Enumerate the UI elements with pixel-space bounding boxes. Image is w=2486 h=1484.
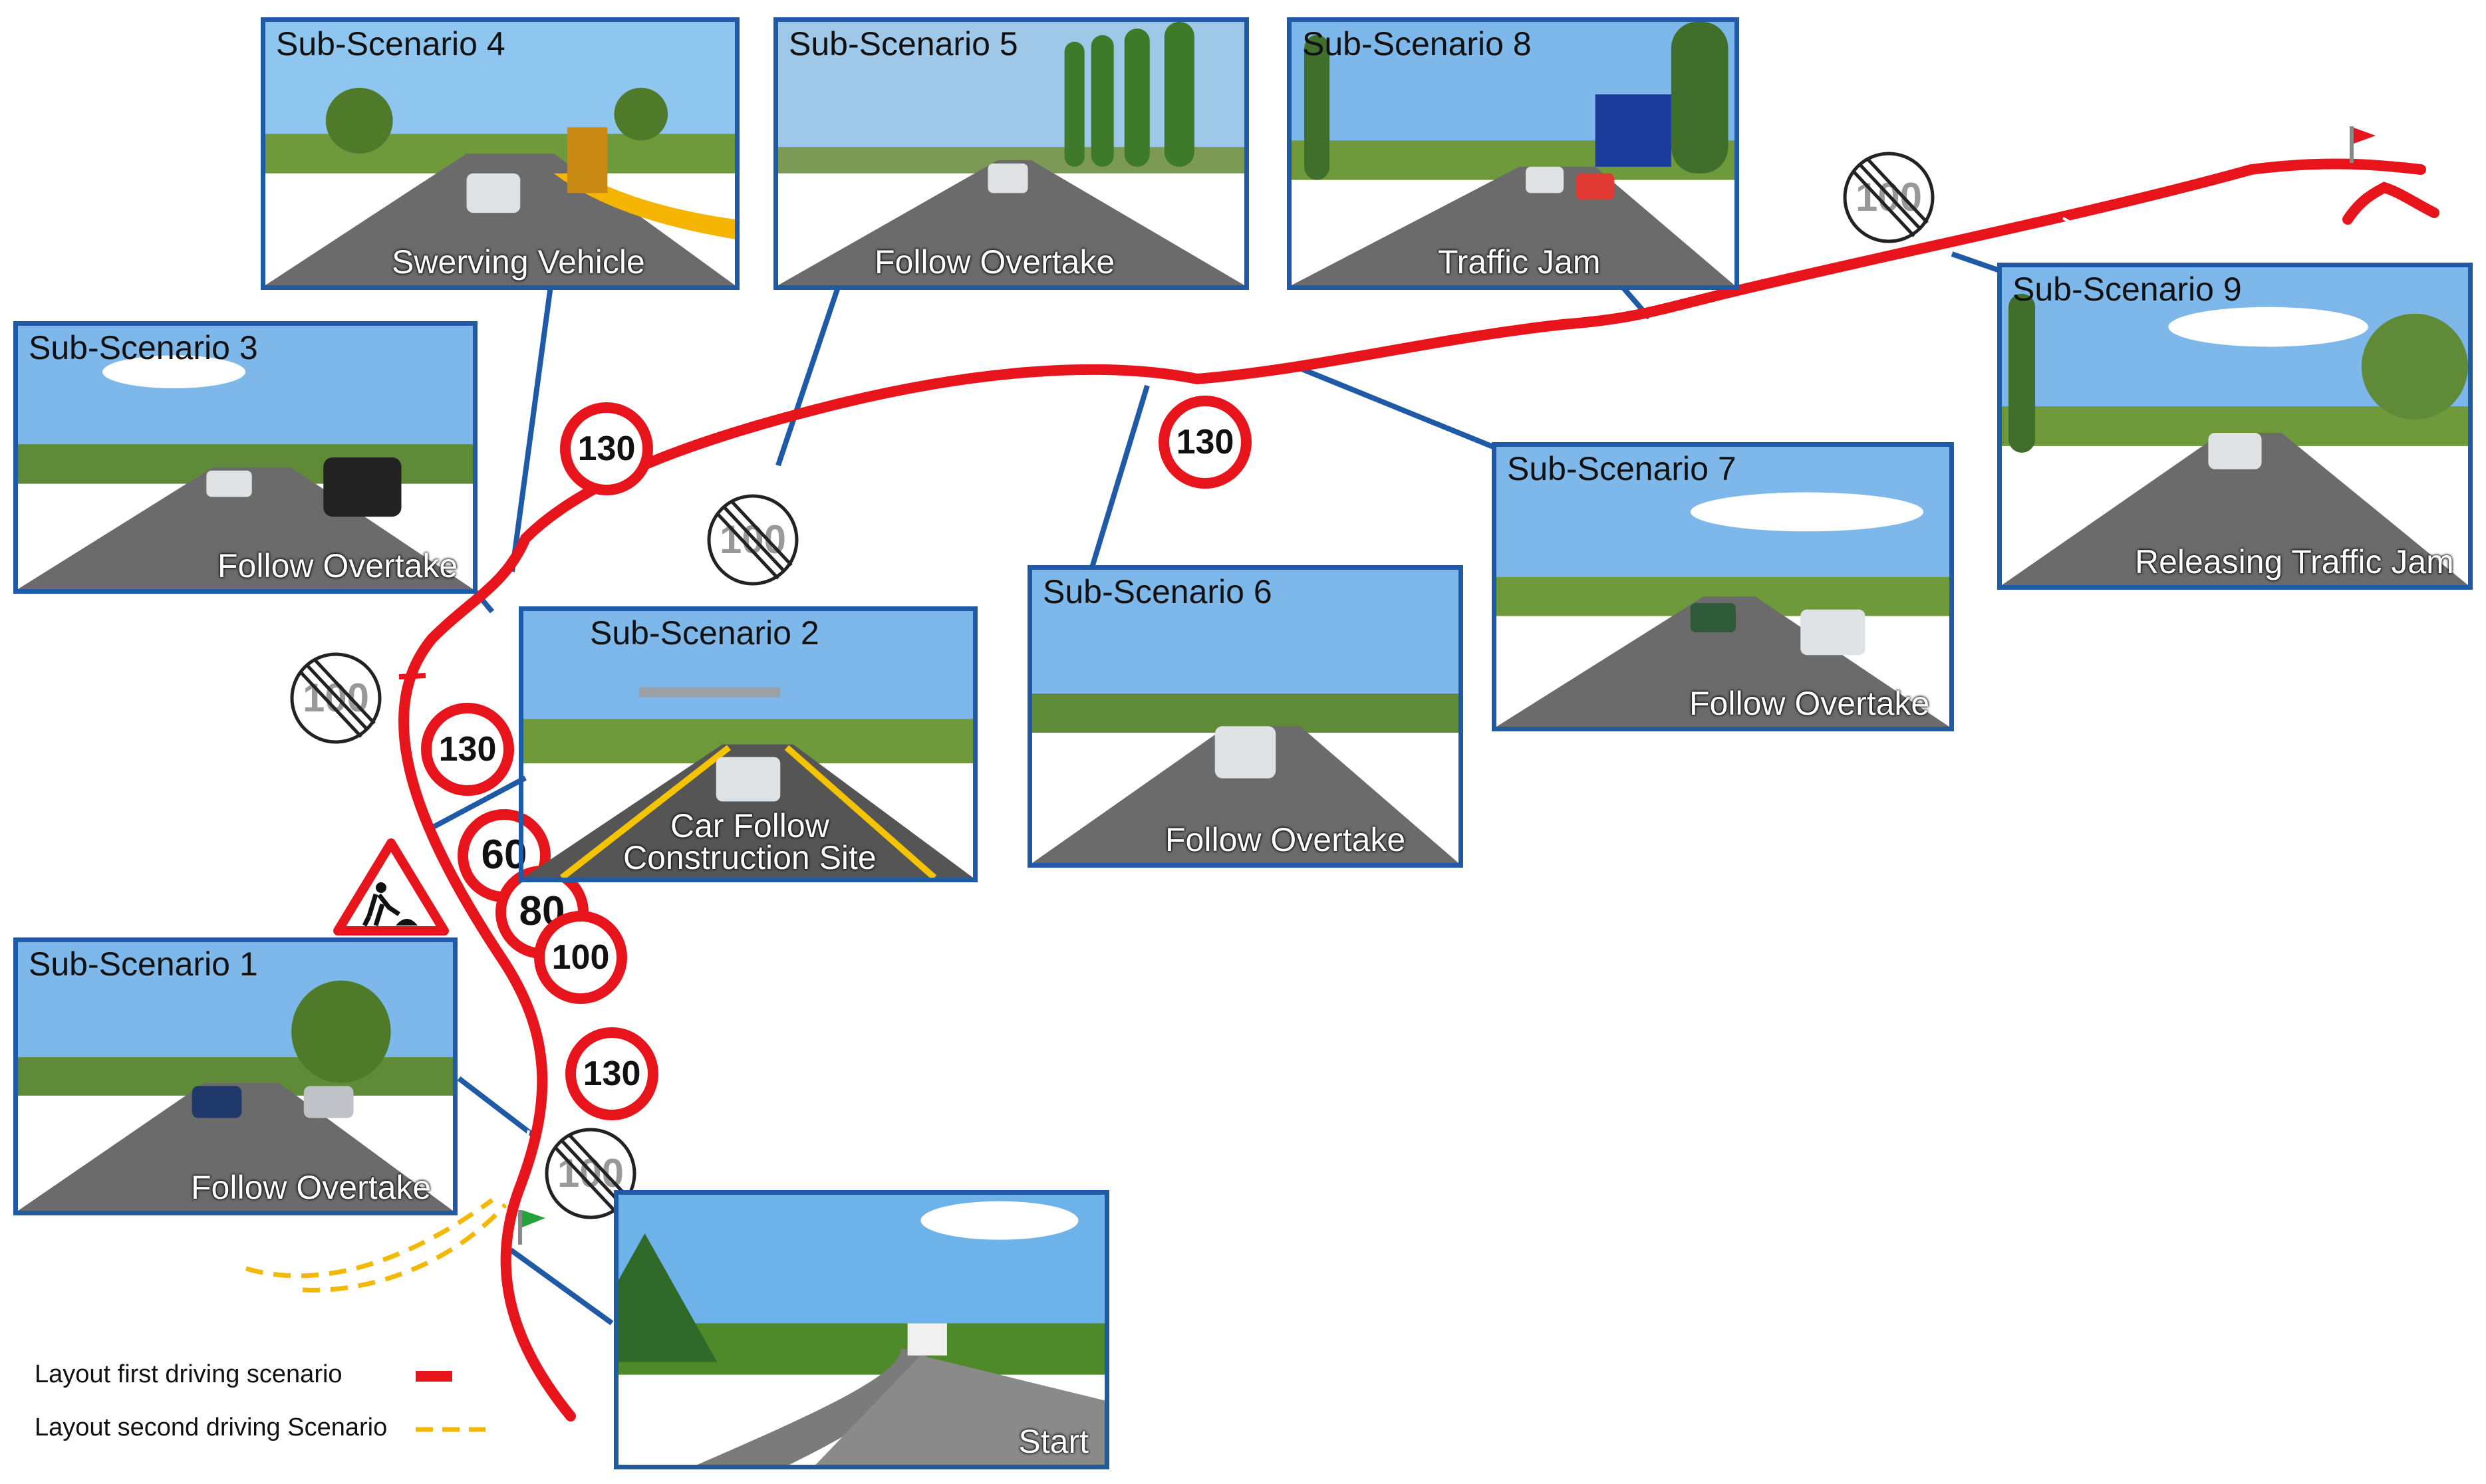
speed-limit-130-sign: 130 bbox=[565, 1027, 658, 1120]
panel-caption: Follow Overtake bbox=[191, 1169, 432, 1206]
scene-image bbox=[1496, 447, 1949, 727]
panel-caption: Traffic Jam bbox=[1438, 243, 1601, 281]
panel-sub-scenario-6: Sub-Scenario 6 Follow Overtake bbox=[1028, 565, 1463, 868]
speed-limit-130-sign: 130 bbox=[1159, 396, 1252, 489]
svg-text:100: 100 bbox=[552, 938, 610, 977]
route-second bbox=[245, 1198, 507, 1293]
panel-title: Sub-Scenario 7 bbox=[1507, 450, 1736, 487]
panel-sub-scenario-9: Sub-Scenario 9 Releasing Traffic Jam bbox=[1997, 263, 2473, 590]
panel-title: Sub-Scenario 6 bbox=[1043, 573, 1272, 610]
panel-caption: Follow Overtake bbox=[1689, 685, 1930, 722]
panel-caption: Car Follow Construction Site bbox=[623, 807, 877, 876]
panel-sub-scenario-7: Sub-Scenario 7 Follow Overtake bbox=[1492, 442, 1954, 731]
panel-title: Sub-Scenario 5 bbox=[789, 25, 1018, 62]
panel-caption-line: Car Follow bbox=[670, 807, 829, 844]
svg-text:130: 130 bbox=[1176, 423, 1234, 461]
panel-sub-scenario-5: Sub-Scenario 5 Follow Overtake bbox=[773, 17, 1249, 290]
scene-image bbox=[265, 22, 735, 285]
panel-title: Sub-Scenario 2 bbox=[590, 614, 819, 652]
panel-title: Sub-Scenario 1 bbox=[29, 945, 258, 983]
end-speed-limit-sign: 100 bbox=[1843, 152, 1935, 243]
panel-caption: Swerving Vehicle bbox=[392, 243, 645, 281]
svg-text:130: 130 bbox=[578, 430, 636, 468]
panel-sub-scenario-8: Sub-Scenario 8 Traffic Jam bbox=[1287, 17, 1739, 290]
end-speed-limit-sign: 100 bbox=[545, 1128, 636, 1219]
scene-image bbox=[778, 22, 1244, 285]
panel-caption: Follow Overtake bbox=[875, 243, 1115, 281]
panel-caption: Releasing Traffic Jam bbox=[2135, 543, 2454, 580]
panel-title: Sub-Scenario 4 bbox=[276, 25, 505, 62]
scene-image bbox=[1292, 22, 1734, 285]
legend-second-label: Layout second driving Scenario bbox=[35, 1414, 388, 1441]
svg-text:130: 130 bbox=[583, 1054, 641, 1093]
panel-title: Sub-Scenario 3 bbox=[29, 329, 258, 366]
speed-limit-100-sign: 100 bbox=[534, 911, 627, 1004]
legend-first-label: Layout first driving scenario bbox=[35, 1360, 343, 1388]
scene-image bbox=[18, 942, 453, 1211]
end-speed-limit-sign: 100 bbox=[707, 494, 799, 586]
scene-image bbox=[619, 1195, 1105, 1465]
route-first bbox=[398, 158, 2439, 1422]
speed-limit-130-sign: 130 bbox=[560, 402, 653, 495]
svg-text:130: 130 bbox=[439, 730, 497, 769]
panel-caption: Start bbox=[1018, 1423, 1089, 1460]
panel-caption: Follow Overtake bbox=[1165, 821, 1406, 858]
scene-image bbox=[1032, 570, 1458, 863]
panel-caption-line: Construction Site bbox=[623, 839, 877, 876]
connector-lines bbox=[424, 251, 2003, 1326]
finish-flag-icon bbox=[2350, 126, 2376, 163]
start-flag-icon bbox=[518, 1210, 545, 1245]
panel-title: Sub-Scenario 9 bbox=[2012, 271, 2242, 308]
scene-image bbox=[18, 326, 473, 589]
panel-caption: Follow Overtake bbox=[217, 547, 458, 584]
panel-sub-scenario-2: Sub-Scenario 2 Car Follow Construction S… bbox=[519, 606, 978, 882]
scene-image bbox=[523, 611, 973, 878]
end-speed-limit-sign: 100 bbox=[290, 652, 382, 744]
panel-start: Start bbox=[614, 1190, 1109, 1469]
scene-image bbox=[2002, 267, 2468, 585]
panel-sub-scenario-3: Sub-Scenario 3 Follow Overtake bbox=[13, 321, 478, 594]
speed-limit-130-sign: 130 bbox=[421, 703, 514, 796]
panel-sub-scenario-4: Sub-Scenario 4 Swerving Vehicle bbox=[261, 17, 740, 290]
direction-arrows bbox=[524, 217, 2075, 1146]
roadwork-warning-sign-icon bbox=[333, 838, 449, 935]
panel-title: Sub-Scenario 8 bbox=[1302, 25, 1532, 62]
panel-sub-scenario-1: Sub-Scenario 1 Follow Overtake bbox=[13, 937, 458, 1215]
